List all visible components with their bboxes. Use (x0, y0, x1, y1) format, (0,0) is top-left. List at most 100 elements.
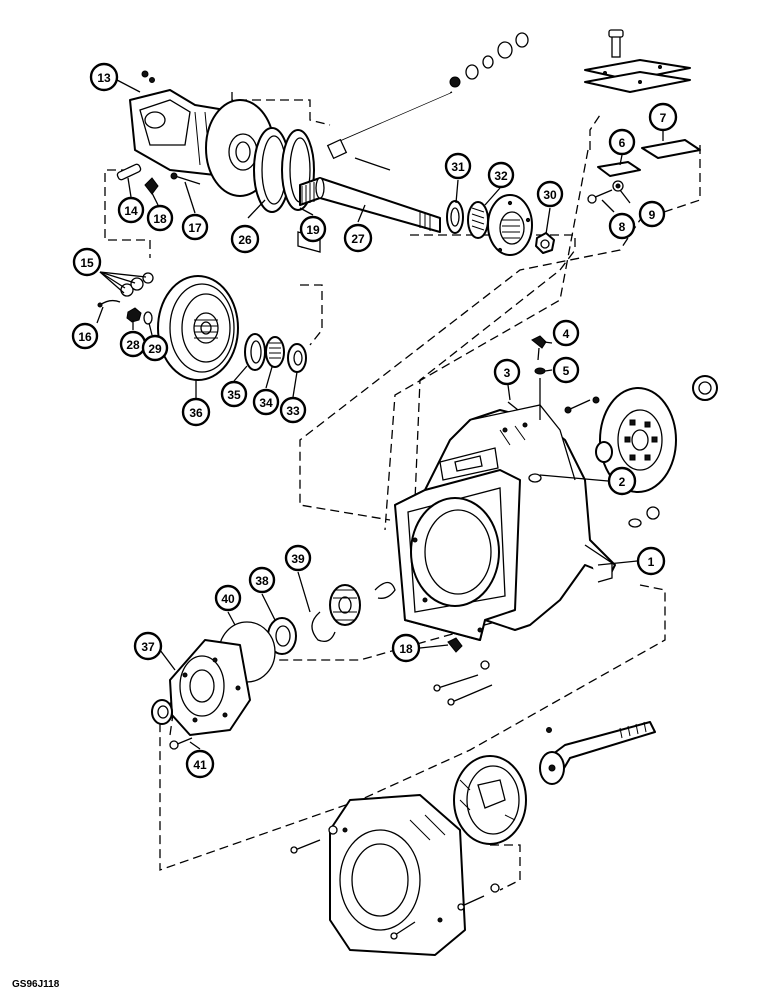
callout-27: 27 (343, 223, 373, 253)
lower-hardware (290, 825, 500, 940)
callout-label-32: 32 (494, 169, 508, 183)
top-cover-plates (584, 29, 691, 93)
nut (535, 232, 555, 254)
callout-41: 41 (185, 749, 215, 779)
callout-label-2: 2 (619, 475, 626, 489)
small-hardware-15 (120, 272, 154, 297)
callout-15: 15 (72, 247, 102, 277)
callout-32: 32 (487, 161, 515, 189)
callout-40: 40 (214, 584, 242, 612)
callout-label-7: 7 (660, 111, 667, 125)
gearbox-housing (394, 404, 616, 641)
callout-37: 37 (133, 631, 163, 661)
callout-29: 29 (141, 334, 169, 362)
callout-label-18-lower: 18 (399, 642, 413, 656)
output-shaft (539, 721, 656, 785)
callout-39: 39 (284, 544, 312, 572)
callout-label-27: 27 (351, 232, 365, 246)
callout-label-30: 30 (543, 188, 557, 202)
callout-16: 16 (71, 322, 99, 350)
plate-6 (597, 161, 641, 177)
callout-label-39: 39 (291, 552, 305, 566)
pulley (157, 275, 239, 381)
callout-label-28: 28 (126, 338, 140, 352)
callout-label-5: 5 (563, 364, 570, 378)
callout-4: 4 (552, 319, 580, 347)
callout-label-29: 29 (148, 342, 162, 356)
seal-33 (287, 343, 307, 373)
callout-6: 6 (608, 128, 636, 156)
callout-35: 35 (220, 380, 248, 408)
washer-29 (143, 311, 153, 325)
side-seal (595, 441, 613, 463)
bolt-8 (587, 189, 613, 204)
lower-housing (329, 794, 466, 956)
bearing-34 (265, 336, 285, 368)
cover-seal (151, 699, 173, 725)
callout-3: 3 (493, 358, 521, 386)
callout-17: 17 (181, 213, 209, 241)
callout-label-15: 15 (80, 256, 94, 270)
cap-screw (170, 172, 201, 185)
callout-13: 13 (89, 62, 119, 92)
callout-36: 36 (181, 397, 211, 427)
callout-label-8: 8 (619, 220, 626, 234)
callout-label-6: 6 (619, 136, 626, 150)
callout-2: 2 (607, 466, 637, 496)
nut-28 (126, 307, 142, 323)
callout-30: 30 (536, 180, 564, 208)
callout-8: 8 (608, 212, 636, 240)
grease-fitting-lower (447, 637, 463, 653)
callout-label-19: 19 (306, 223, 320, 237)
disc-bolt (564, 396, 600, 414)
grease-fitting (144, 177, 159, 195)
callout-label-9: 9 (649, 208, 656, 222)
callout-label-3: 3 (504, 366, 511, 380)
callout-label-40: 40 (221, 592, 235, 606)
callout-label-18-upper: 18 (153, 212, 167, 226)
callout-label-36: 36 (189, 406, 203, 420)
callout-label-38: 38 (255, 574, 269, 588)
shaft-bearings (446, 194, 533, 256)
callout-26: 26 (230, 224, 260, 254)
washer-5 (534, 367, 546, 420)
callout-label-26: 26 (238, 233, 252, 247)
callout-9: 9 (638, 200, 666, 228)
callout-label-13: 13 (97, 71, 111, 85)
clutch-cover (169, 639, 251, 736)
housing-bolts (433, 660, 493, 706)
callout-label-41: 41 (193, 758, 207, 772)
pin-3 (507, 401, 519, 411)
callout-label-1: 1 (648, 555, 655, 569)
callout-label-34: 34 (259, 396, 273, 410)
callout-34: 34 (252, 388, 280, 416)
clip-16 (97, 299, 121, 308)
figure-code: GS96J118 (12, 979, 60, 990)
housing-nut-washer (628, 506, 660, 528)
snap-ring (374, 581, 396, 599)
drive-pulley (453, 755, 527, 845)
callout-label-31: 31 (451, 160, 465, 174)
callout-31: 31 (444, 152, 472, 180)
callout-1: 1 (636, 546, 666, 576)
callout-14: 14 (117, 196, 145, 224)
callout-7: 7 (648, 102, 678, 132)
callout-label-4: 4 (563, 327, 570, 341)
callout-5: 5 (552, 356, 580, 384)
bolt-4 (531, 335, 547, 361)
callout-18-lower: 18 (391, 633, 421, 663)
callout-label-16: 16 (78, 330, 92, 344)
callout-label-35: 35 (227, 388, 241, 402)
callout-38: 38 (248, 566, 276, 594)
roll-pin (116, 163, 142, 181)
gasket (253, 127, 291, 213)
gear (329, 584, 361, 626)
plate-7 (641, 139, 701, 159)
callout-19: 19 (299, 215, 327, 243)
retaining-ring-39 (311, 611, 336, 643)
callout-33: 33 (279, 396, 307, 424)
callout-label-17: 17 (188, 221, 202, 235)
callout-28: 28 (119, 330, 147, 358)
spacer-35 (244, 333, 266, 371)
